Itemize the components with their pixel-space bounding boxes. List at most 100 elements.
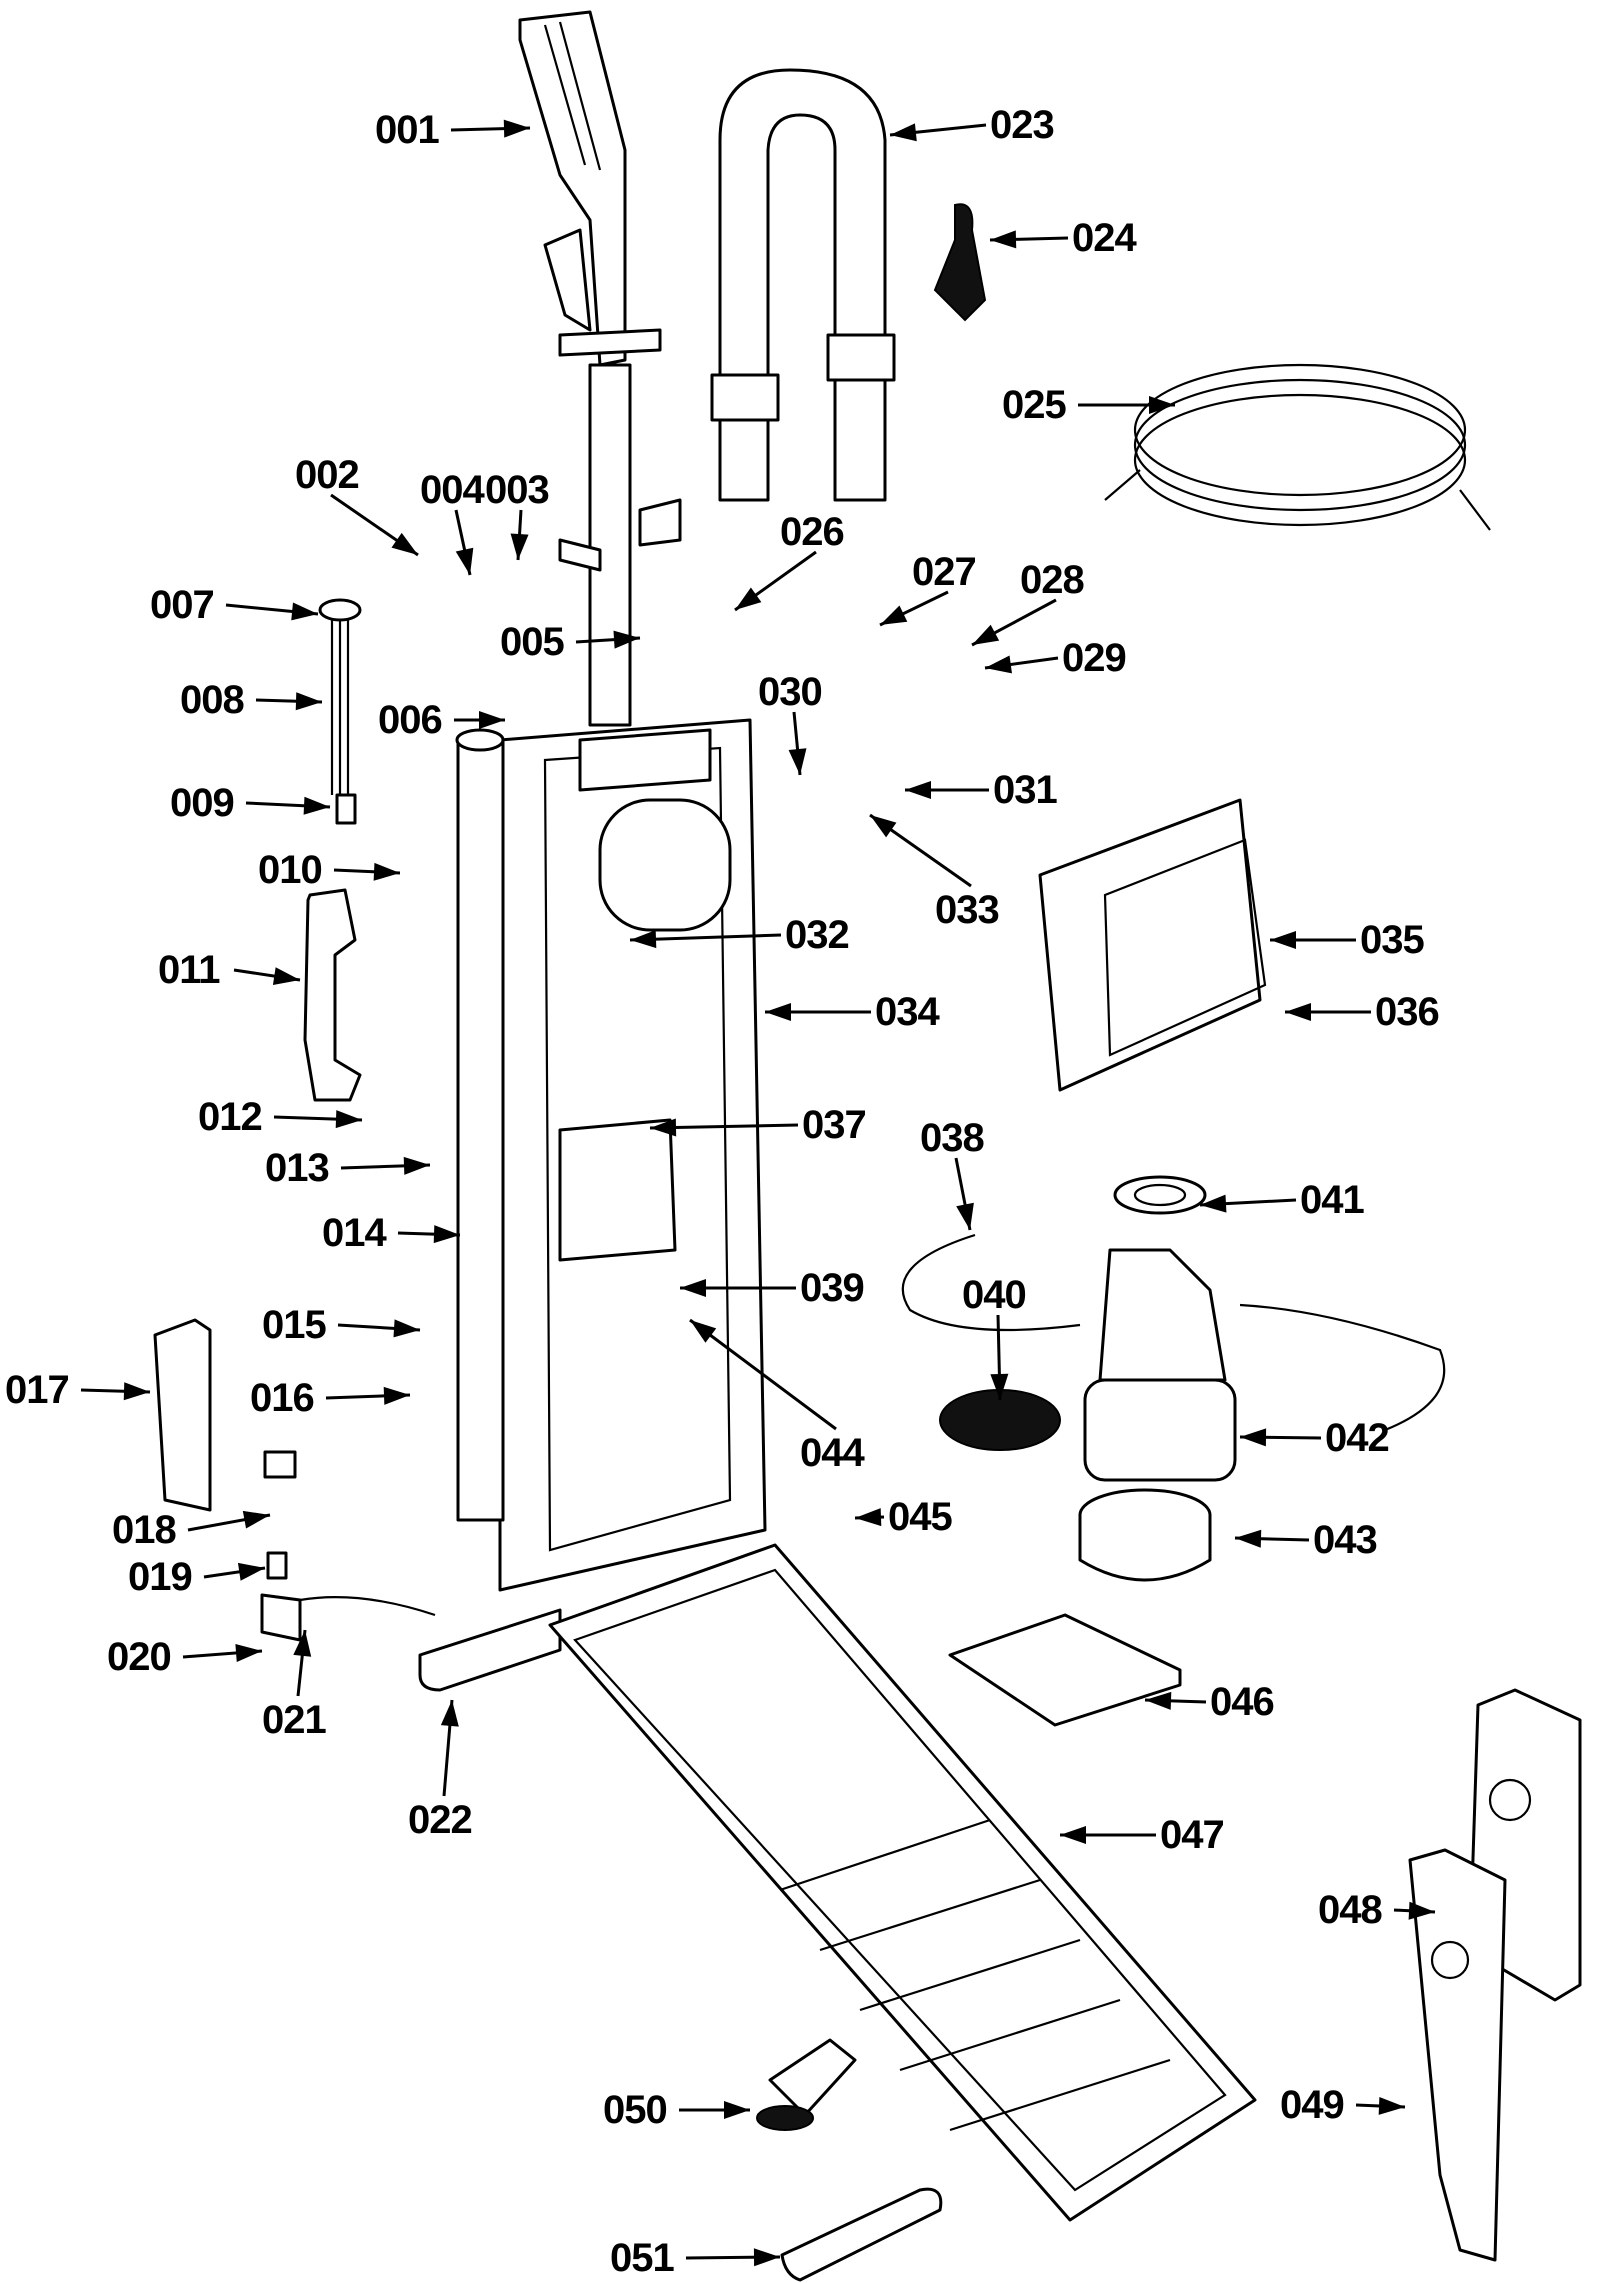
part-label-044: 044 [800, 1431, 865, 1475]
part-label-004: 004 [420, 468, 485, 512]
arrowhead-008 [295, 692, 322, 711]
arrowhead-016 [383, 1386, 410, 1405]
part-label-008: 008 [180, 678, 245, 722]
arrowhead-012 [335, 1110, 362, 1129]
arrowhead-050 [724, 2101, 750, 2119]
arrowhead-029 [985, 655, 1012, 674]
arrowhead-044 [690, 1320, 717, 1343]
part-label-011: 011 [158, 948, 221, 992]
arrowhead-007 [291, 602, 318, 621]
part-023-hose [710, 68, 896, 502]
arrowhead-013 [403, 1156, 430, 1175]
arrowhead-035 [1270, 931, 1296, 949]
part-label-039: 039 [800, 1266, 865, 1310]
part-014-tube [455, 728, 505, 1522]
part-038-gasket [901, 1233, 1446, 1432]
arrowhead-026 [735, 587, 762, 610]
arrowhead-049 [1378, 2096, 1405, 2115]
part-label-015: 015 [262, 1303, 327, 1347]
arrowhead-011 [272, 967, 300, 986]
part-label-016: 016 [250, 1376, 315, 1420]
arrowhead-010 [373, 862, 400, 881]
part-label-048: 048 [1318, 1888, 1383, 1932]
arrowhead-015 [393, 1319, 420, 1338]
arrowhead-017 [123, 1382, 150, 1401]
arrowhead-039 [680, 1279, 706, 1297]
part-label-017: 017 [5, 1368, 70, 1412]
arrowhead-028 [972, 624, 1000, 645]
part-label-041: 041 [1300, 1178, 1365, 1222]
arrowhead-019 [237, 1562, 265, 1581]
arrowhead-037 [650, 1118, 677, 1137]
arrowhead-042 [1240, 1428, 1267, 1447]
part-label-019: 019 [128, 1555, 193, 1599]
arrowhead-009 [303, 796, 330, 815]
part-label-040: 040 [962, 1273, 1027, 1317]
part-050-brush [756, 2038, 857, 2131]
part-label-042: 042 [1325, 1416, 1390, 1460]
part-label-049: 049 [1280, 2083, 1345, 2127]
part-label-014: 014 [322, 1211, 387, 1255]
arrowhead-003 [510, 533, 529, 560]
arrowhead-038 [956, 1202, 974, 1230]
arrowhead-030 [788, 748, 807, 775]
part-042-motor [1083, 1248, 1237, 1482]
arrowhead-033 [870, 815, 897, 838]
arrowhead-046 [1145, 1691, 1172, 1710]
arrowhead-006 [479, 711, 505, 729]
arrowhead-048 [1408, 1901, 1435, 1920]
part-041-ring [1113, 1175, 1207, 1215]
arrowhead-004 [455, 547, 474, 575]
part-label-033: 033 [935, 888, 1000, 932]
part-001-handle [518, 10, 682, 727]
part-label-043: 043 [1313, 1518, 1378, 1562]
part-label-020: 020 [107, 1635, 172, 1679]
part-035-motor-cover [1038, 798, 1267, 1092]
arrowhead-047 [1060, 1826, 1086, 1844]
part-label-023: 023 [990, 103, 1055, 147]
part-label-028: 028 [1020, 558, 1085, 602]
part-051-crevice-tool [780, 2187, 943, 2282]
part-025-power-cord [1104, 363, 1491, 531]
arrowhead-018 [242, 1510, 270, 1529]
part-022-base-clip [418, 1608, 562, 1692]
arrowhead-002 [391, 532, 418, 555]
part-label-003: 003 [485, 468, 550, 512]
part-043-ring-nut [1078, 1488, 1212, 1582]
part-019-insulator [266, 1551, 288, 1580]
part-018-switch [263, 1450, 297, 1479]
part-label-024: 024 [1072, 216, 1137, 260]
part-label-029: 029 [1062, 636, 1127, 680]
part-label-012: 012 [198, 1095, 263, 1139]
arrowhead-027 [880, 605, 908, 625]
arrowhead-023 [890, 123, 917, 142]
part-label-032: 032 [785, 913, 850, 957]
arrowhead-021 [293, 1630, 312, 1657]
part-047-base-tray [548, 1543, 1257, 2222]
part-label-010: 010 [258, 848, 323, 892]
arrowhead-031 [905, 781, 931, 799]
arrowhead-001 [503, 119, 530, 138]
part-label-046: 046 [1210, 1680, 1275, 1724]
part-label-005: 005 [500, 620, 565, 664]
part-label-013: 013 [265, 1146, 330, 1190]
part-label-007: 007 [150, 583, 215, 627]
arrowhead-014 [433, 1225, 460, 1244]
part-label-045: 045 [888, 1495, 953, 1539]
arrowhead-025 [1149, 396, 1175, 414]
part-label-002: 002 [295, 453, 360, 497]
leader-lines [80, 119, 1436, 2267]
part-label-035: 035 [1360, 918, 1425, 962]
arrowhead-032 [630, 930, 657, 949]
part-034-body [498, 718, 767, 1592]
part-017-panel [153, 1318, 212, 1512]
arrowhead-036 [1285, 1003, 1311, 1021]
part-007-009-cable-assembly [318, 598, 362, 825]
part-label-022: 022 [408, 1798, 473, 1842]
part-label-036: 036 [1375, 990, 1440, 1034]
part-label-038: 038 [920, 1116, 985, 1160]
part-label-018: 018 [112, 1508, 177, 1552]
arrowhead-041 [1200, 1194, 1227, 1213]
arrowhead-040 [990, 1373, 1009, 1400]
